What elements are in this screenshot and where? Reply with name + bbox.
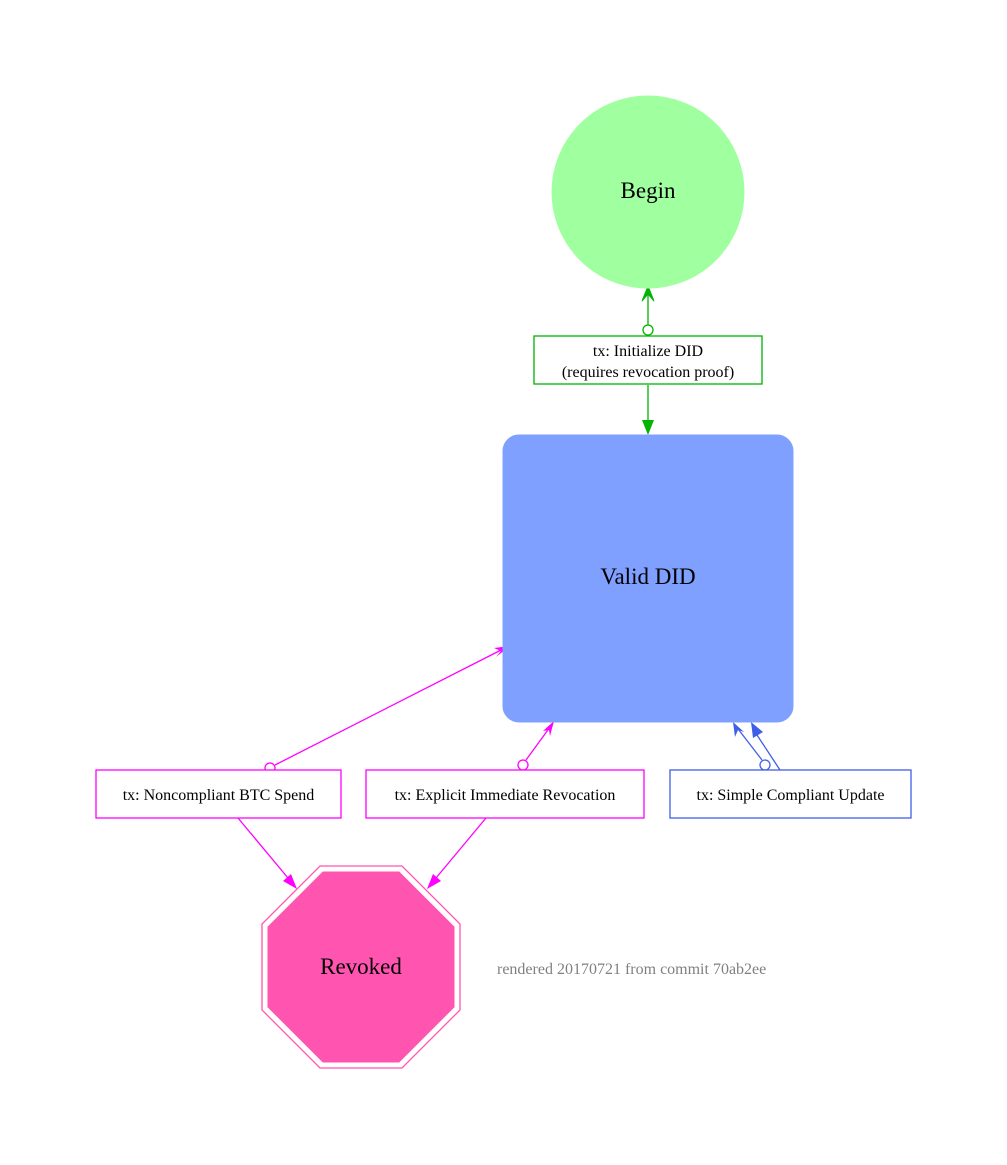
initialize-did-label: tx: Initialize DID [593, 343, 703, 360]
edge-begin-init [641, 284, 655, 336]
begin-label: Begin [621, 178, 676, 203]
valid-did-label: Valid DID [600, 564, 695, 589]
edge-init-valid [642, 385, 654, 435]
edge-update-valid [751, 722, 781, 771]
edge-explicit-revoked [427, 817, 487, 889]
edge-explicit-valid [517, 721, 554, 771]
explicit-immediate-revocation-label: tx: Explicit Immediate Revocation [395, 787, 616, 804]
revoked-label: Revoked [320, 954, 402, 979]
noncompliant-btc-spend-tx-node: tx: Noncompliant BTC Spend [95, 769, 342, 819]
simple-compliant-update-label: tx: Simple Compliant Update [697, 787, 885, 804]
explicit-immediate-revocation-tx-node: tx: Explicit Immediate Revocation [365, 769, 645, 819]
valid-did-node: Valid DID [502, 434, 794, 723]
noncompliant-btc-spend-label: tx: Noncompliant BTC Spend [123, 787, 315, 804]
edge-noncompliant-valid [264, 646, 510, 774]
begin-node: Begin [551, 95, 745, 289]
initialize-did-sublabel: (requires revocation proof) [562, 364, 734, 381]
simple-compliant-update-tx-node: tx: Simple Compliant Update [669, 769, 912, 819]
render-note: rendered 20170721 from commit 70ab2ee [497, 961, 766, 978]
initialize-did-tx-node: tx: Initialize DID (requires revocation … [533, 335, 763, 385]
revoked-node: Revoked [261, 865, 461, 1069]
edge-noncompliant-revoked [237, 817, 297, 889]
edge-valid-update [733, 722, 771, 771]
